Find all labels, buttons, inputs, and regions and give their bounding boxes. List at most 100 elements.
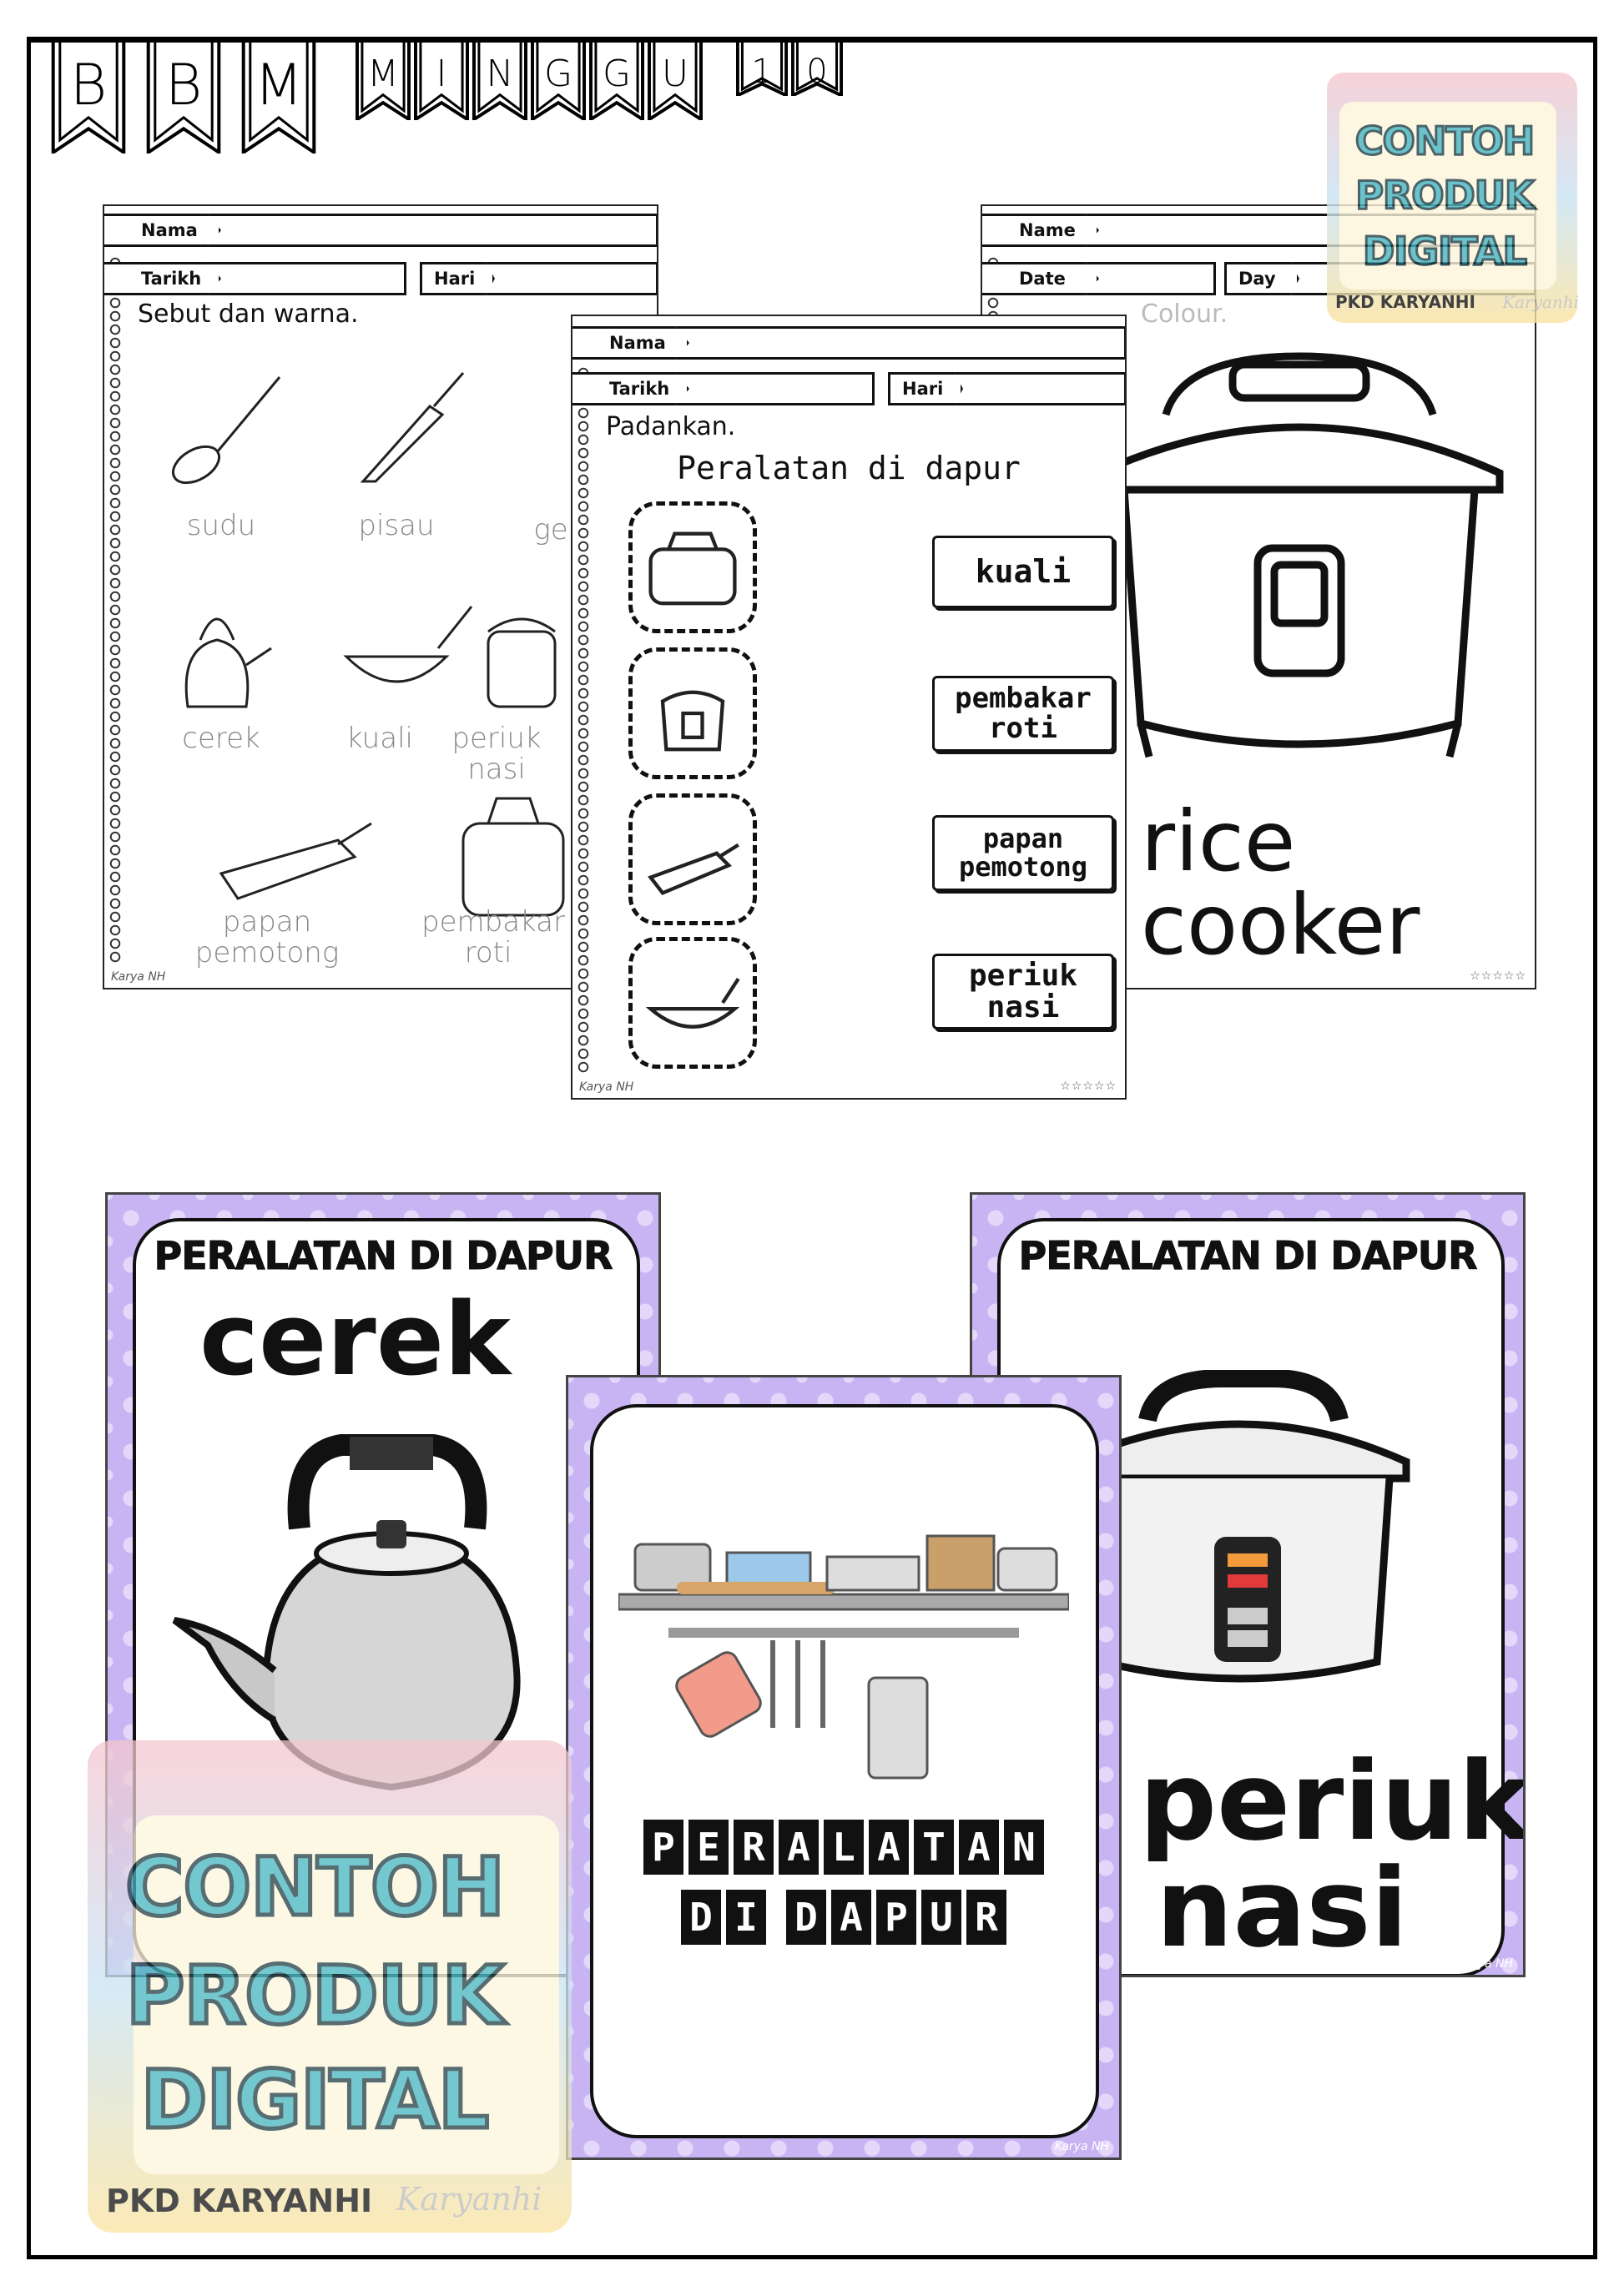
spiral-binding: [574, 366, 593, 1073]
banner-letter: B: [69, 53, 108, 118]
label-box-pembakar-roti[interactable]: pembakar roti: [932, 676, 1114, 752]
tarikh-field: [104, 262, 406, 295]
worksheet-padankan: Nama Tarikh Hari Padankan. Peralatan di …: [571, 315, 1127, 1100]
title-tile: A: [779, 1820, 819, 1875]
rice-cooker-icon: [1095, 352, 1504, 758]
banner-flag: N: [472, 41, 527, 120]
page-frame: [27, 37, 1597, 2259]
title-tile: P: [643, 1820, 683, 1875]
watermark-line: PRODUK: [124, 1947, 507, 2045]
banner-letter: M: [367, 53, 399, 95]
banner-letter: N: [486, 53, 514, 95]
kettle-icon: [184, 617, 272, 708]
watermark-contoh-produk-digital: CONTOH PRODUK DIGITAL PKD KARYANHI Karya…: [1302, 43, 1587, 329]
banner-letter: 0: [806, 53, 828, 91]
wok-icon: [343, 606, 473, 683]
item-label: kuali: [346, 722, 413, 755]
watermark-signature: Karyanhi: [396, 2181, 542, 2218]
item-label: ge: [533, 513, 568, 546]
instruction: Padankan.: [606, 412, 736, 441]
toaster-icon: [461, 797, 565, 917]
title-tile: A: [869, 1820, 909, 1875]
banner-flag: B: [51, 41, 126, 154]
banner-letter: B: [164, 53, 203, 118]
worksheet-sebut-dan-warna: Nama Tarikh Hari Sebut dan warna. sudu p…: [103, 204, 658, 989]
title-tile: A: [831, 1890, 871, 1945]
watermark-line: DIGITAL: [139, 2052, 491, 2149]
rice-cooker-icon: [487, 617, 557, 708]
banner-flag: B: [146, 41, 221, 154]
card-word-line-1: periuk: [1139, 1738, 1526, 1865]
watermark-line: DIGITAL: [1362, 228, 1529, 275]
watermark-line: CONTOH: [124, 1839, 507, 1936]
banner-flag: G: [531, 41, 586, 120]
tarikh-label: Tarikh: [104, 262, 221, 295]
rice-cooker-icon: [1068, 1370, 1410, 1683]
title-tile: L: [824, 1820, 864, 1875]
worksheet-title: Peralatan di dapur: [677, 450, 1021, 486]
banner-letter: G: [543, 53, 573, 95]
banner-flag: M: [356, 41, 411, 120]
title-tile: D: [681, 1890, 721, 1945]
watermark-line: CONTOH: [1354, 118, 1536, 165]
toaster-picture[interactable]: [628, 501, 757, 633]
card-word: cerek: [199, 1282, 511, 1398]
date-label: Date: [982, 262, 1099, 295]
watermark-brand: PKD KARYANHI: [1335, 292, 1475, 312]
banner-flag: I: [414, 41, 469, 120]
watermark-signature: Karyanhi: [1502, 292, 1579, 312]
karya-nh-logo: Karya NH: [1054, 2140, 1109, 2153]
item-label: papan pemotong: [194, 905, 340, 970]
title-tile: N: [1004, 1820, 1044, 1875]
karya-nh-logo: Karya NH: [111, 970, 166, 984]
banner-flag: 0: [791, 41, 843, 96]
rice-cooker-picture[interactable]: [628, 647, 757, 779]
knife-icon: [360, 372, 465, 483]
card-word-line-2: nasi: [1156, 1845, 1409, 1971]
nama-field: [572, 326, 1125, 360]
card-panel: [590, 1404, 1099, 2138]
spoon-icon: [172, 376, 281, 485]
rating-stars: ☆☆☆☆☆: [1470, 969, 1526, 983]
card-title: PERALATAN DI DAPUR: [1018, 1233, 1478, 1279]
banner-letter: M: [254, 53, 304, 118]
watermark-brand: PKD KARYANHI: [106, 2183, 373, 2219]
banner-letter: I: [436, 53, 447, 95]
cutting-board-picture[interactable]: [628, 793, 757, 925]
tarikh-label: Tarikh: [572, 372, 689, 405]
rating-stars: ☆☆☆☆☆: [1060, 1080, 1117, 1093]
title-tile: T: [914, 1820, 954, 1875]
title-tile: P: [876, 1890, 916, 1945]
label-box-periuk-nasi[interactable]: periuk nasi: [932, 954, 1114, 1030]
day-label: Day: [1224, 262, 1299, 295]
banner-letter: G: [602, 53, 632, 95]
item-label: sudu: [186, 509, 256, 542]
banner-flag: G: [589, 41, 644, 120]
item-label: cerek: [182, 722, 260, 755]
instruction: Colour.: [1141, 300, 1228, 329]
banner-letter: 1: [751, 53, 773, 91]
title-tile: U: [921, 1890, 961, 1945]
watermark-line: PRODUK: [1354, 172, 1536, 219]
title-tile: D: [786, 1890, 826, 1945]
item-label: pisau: [358, 509, 435, 542]
banner-flag: 1: [736, 41, 788, 96]
spiral-binding: [106, 256, 124, 963]
title-tile: R: [966, 1890, 1006, 1945]
wok-picture[interactable]: [628, 937, 757, 1069]
nama-field: [104, 214, 657, 247]
hari-label: Hari: [888, 372, 963, 405]
kitchen-shelf-icon: [618, 1534, 1069, 1780]
label-box-kuali[interactable]: kuali: [932, 536, 1114, 608]
nama-label: Nama: [104, 214, 221, 247]
label-box-papan-pemotong[interactable]: papan pemotong: [932, 815, 1114, 891]
item-label: pembakar roti: [421, 905, 565, 970]
hari-label: Hari: [420, 262, 495, 295]
card-title: PERALATAN DI DAPUR: [154, 1233, 613, 1279]
karya-nh-logo: Karya NH: [579, 1080, 634, 1094]
tarikh-field: [572, 372, 875, 405]
